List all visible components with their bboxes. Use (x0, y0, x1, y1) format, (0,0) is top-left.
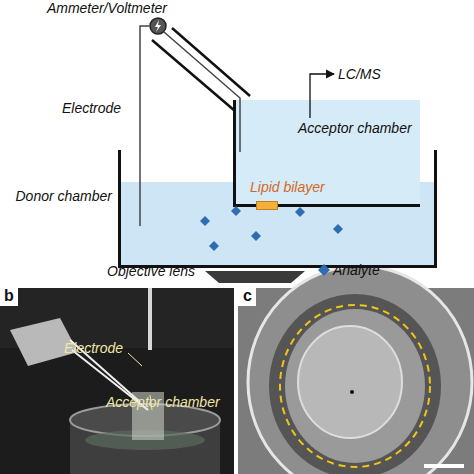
panel-letter: c (243, 288, 252, 304)
objective-lens: Objective lens (205, 271, 305, 283)
acceptor-chamber: Acceptor chamberLipid bilayer (233, 100, 420, 207)
tube-wall (172, 28, 250, 96)
photo-label: Acceptor chamber (106, 394, 220, 410)
wire-label: Electrode (62, 100, 121, 116)
electrode-tip (239, 100, 241, 152)
photo-label: Electrode (64, 340, 123, 356)
scale-bar (424, 464, 464, 468)
aperture-ring (269, 294, 441, 474)
tube-wall (152, 40, 235, 111)
lipid-bilayer: Lipid bilayer (256, 201, 278, 210)
jar-body (70, 420, 220, 474)
destination-label: LC/MS (338, 66, 381, 82)
panel-letter: b (4, 288, 14, 304)
donor-chamber: Donor chamberAcceptor chamberLipid bilay… (118, 150, 437, 268)
electrode-wire (164, 32, 240, 100)
holder-rod (148, 288, 152, 350)
photo-shade (0, 288, 234, 348)
analyte-particles (200, 206, 343, 251)
legend-sample (318, 264, 330, 276)
outflow-arrow (310, 74, 334, 118)
node-outline (149, 17, 167, 35)
node-label: Ammeter/Voltmeter (47, 0, 167, 16)
photo-background (0, 288, 234, 474)
node-label: Acceptor chamber (298, 120, 412, 136)
legend-label: Analyte (333, 262, 380, 278)
node-outline (256, 201, 278, 210)
node-label: Objective lens (107, 263, 195, 279)
panel-tab (238, 288, 256, 306)
panel-tab (0, 288, 18, 306)
bilayer-disk (298, 326, 402, 438)
center-dot (350, 390, 354, 394)
jar-water (85, 430, 205, 450)
node-label: Lipid bilayer (250, 179, 325, 195)
leader-line (128, 353, 142, 366)
micrograph-background (238, 288, 474, 474)
node-outline (205, 271, 305, 283)
dashed-outline (280, 305, 430, 467)
aperture-edge (248, 266, 472, 474)
meter-symbol: Ammeter/Voltmeter (149, 17, 167, 35)
electrode-wire (140, 26, 149, 150)
node-label: Donor chamber (16, 188, 113, 204)
bilayer-annulus (285, 309, 425, 463)
electrode-tip (139, 150, 141, 226)
